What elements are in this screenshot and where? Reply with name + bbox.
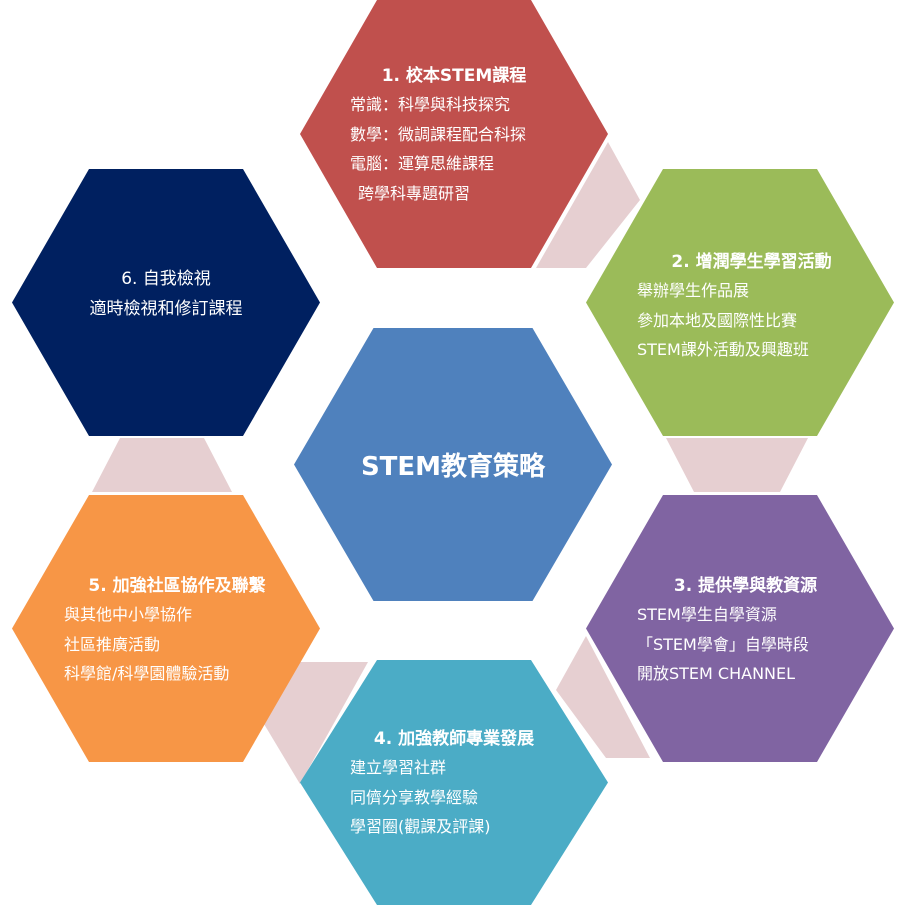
- item-1-line-2: 數學：微調課程配合科探: [350, 124, 527, 144]
- hex-center: STEM教育策略: [294, 328, 612, 601]
- item-2-line-2: 參加本地及國際性比賽: [637, 310, 798, 330]
- connector-4-5: [264, 662, 368, 784]
- item-3-line-2: 「STEM學會」自學時段: [637, 634, 809, 654]
- connector-3-4: [556, 636, 650, 758]
- connector-1-2: [536, 142, 640, 268]
- item-4-line-2: 同儕分享教學經驗: [350, 787, 479, 807]
- center-title: STEM教育策略: [360, 452, 546, 482]
- item-6-line-1: 適時檢視和修訂課程: [89, 298, 243, 319]
- item-5-title: 5. 加強社區協作及聯繫: [88, 576, 266, 597]
- item-1-line-4: 跨學科專題研習: [358, 183, 471, 203]
- item-1-line-1: 常識：科學與科技探究: [350, 95, 511, 114]
- item-2-line-1: 舉辦學生作品展: [637, 281, 750, 301]
- item-3-line-1: STEM學生自學資源: [637, 605, 777, 625]
- item-5-line-2: 社區推廣活動: [64, 634, 161, 654]
- item-3-line-3: 開放STEM CHANNEL: [637, 664, 796, 684]
- item-4-line-3: 學習圈(觀課及評課): [350, 817, 491, 837]
- item-1-title: 1. 校本STEM課程: [381, 66, 527, 86]
- item-2-line-3: STEM課外活動及興趣班: [637, 340, 809, 360]
- item-4-title: 4. 加強教師專業發展: [373, 729, 535, 750]
- item-3-title: 3. 提供學與教資源: [673, 576, 818, 597]
- item-5-line-3: 科學館/科學園體驗活動: [64, 664, 230, 684]
- connector-5-6: [92, 438, 232, 492]
- item-5-line-1: 與其他中小學協作: [64, 605, 193, 625]
- item-4-line-1: 建立學習社群: [350, 758, 447, 778]
- connector-2-3: [666, 438, 808, 492]
- item-2-title: 2. 增潤學生學習活動: [671, 252, 832, 273]
- item-1-line-3: 電腦：運算思維課程: [350, 154, 495, 173]
- item-6-title: 6. 自我檢視: [121, 268, 211, 289]
